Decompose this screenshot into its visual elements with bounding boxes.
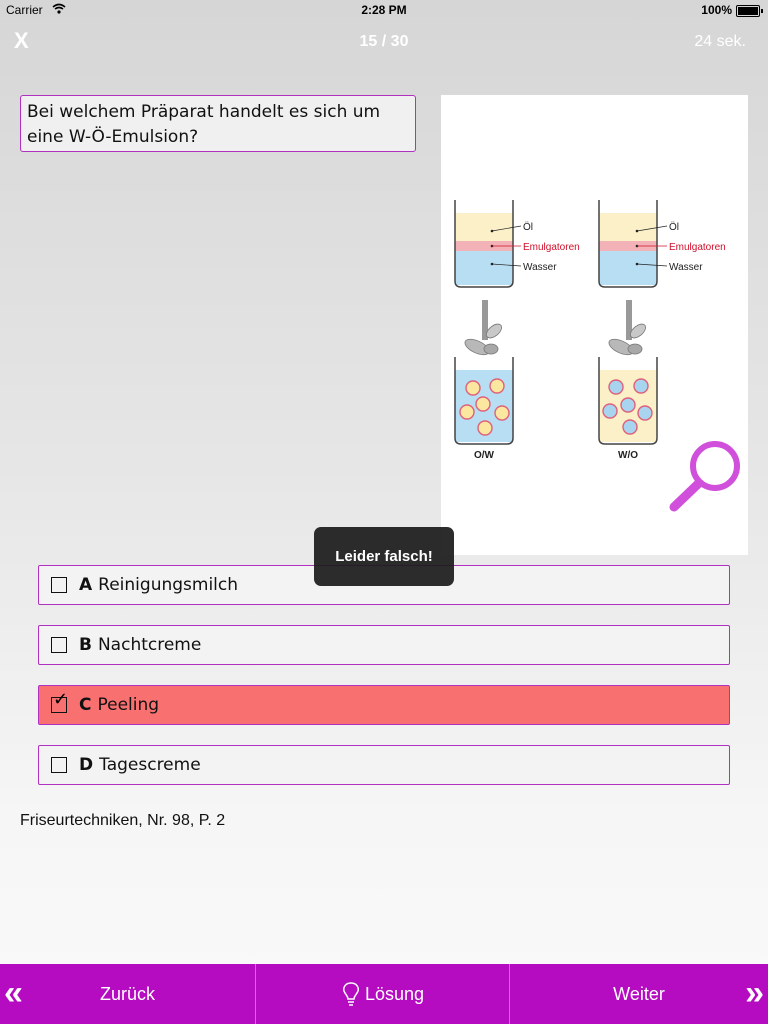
timer: 24 sek. [694, 33, 746, 50]
answer-text: Reinigungsmilch [98, 575, 239, 595]
feedback-toast: Leider falsch! [314, 527, 454, 586]
back-button[interactable]: « Zurück [0, 964, 256, 1024]
answer-text: Nachtcreme [97, 635, 202, 655]
close-button[interactable]: X [14, 28, 29, 53]
checkbox-c[interactable]: ✓ [51, 691, 68, 713]
battery-percent: 100% [701, 3, 732, 17]
source-reference: Friseurtechniken, Nr. 98, P. 2 [20, 812, 226, 829]
label-emulsifier-left: Emulgatoren [523, 242, 580, 253]
mixer-icon-right [608, 300, 647, 356]
label-oil-right: Öl [669, 221, 679, 233]
question-image[interactable]: Öl Emulgatoren Wasser Öl Emulgatoren Was… [441, 95, 748, 555]
solution-label: Lösung [364, 983, 425, 1004]
beaker-layers-right [598, 200, 668, 288]
question-text: Bei welchem Präparat handelt es sich um … [20, 95, 416, 152]
checkbox-a[interactable] [51, 577, 67, 593]
double-chevron-right-icon: » [745, 974, 764, 1012]
label-emulsifier-right: Emulgatoren [669, 242, 726, 253]
status-bar: Carrier 2:28 PM 100% [0, 0, 768, 20]
label-water-right: Wasser [669, 262, 703, 273]
answer-d[interactable]: D Tagescreme [38, 745, 730, 785]
double-chevron-left-icon: « [4, 974, 23, 1012]
solution-button[interactable]: Lösung [256, 964, 510, 1024]
checkbox-d[interactable] [51, 757, 67, 773]
beaker-wo [598, 357, 658, 445]
answer-c[interactable]: ✓ C Peeling [38, 685, 730, 725]
checkmark-icon: ✓ [53, 689, 69, 710]
clock: 2:28 PM [361, 3, 407, 17]
next-label: Weiter [613, 983, 665, 1004]
bottom-toolbar: « Zurück Lösung Weiter » [0, 964, 768, 1024]
answer-b[interactable]: B Nachtcreme [38, 625, 730, 665]
label-oil-left: Öl [523, 221, 533, 233]
answer-letter: A [79, 575, 93, 595]
checkbox-b[interactable] [51, 637, 67, 653]
answer-letter: C [79, 695, 92, 715]
answer-text: Tagescreme [99, 755, 201, 775]
back-label: Zurück [99, 983, 155, 1004]
label-water-left: Wasser [523, 262, 557, 273]
carrier-label: Carrier [6, 3, 43, 17]
answer-text: Peeling [97, 695, 160, 715]
question-progress: 15 / 30 [359, 33, 409, 50]
beaker-layers-left [454, 200, 522, 288]
answer-letter: B [79, 635, 92, 655]
caption-wo: W/O [618, 450, 638, 461]
battery-icon [736, 5, 763, 17]
caption-ow: O/W [474, 450, 495, 461]
lightbulb-icon [341, 981, 361, 1007]
beaker-ow [454, 357, 514, 445]
magnifier-icon[interactable] [669, 441, 740, 512]
wifi-icon [52, 3, 66, 17]
next-button[interactable]: Weiter » [510, 964, 768, 1024]
mixer-icon-left [464, 300, 503, 356]
answer-letter: D [79, 755, 94, 775]
